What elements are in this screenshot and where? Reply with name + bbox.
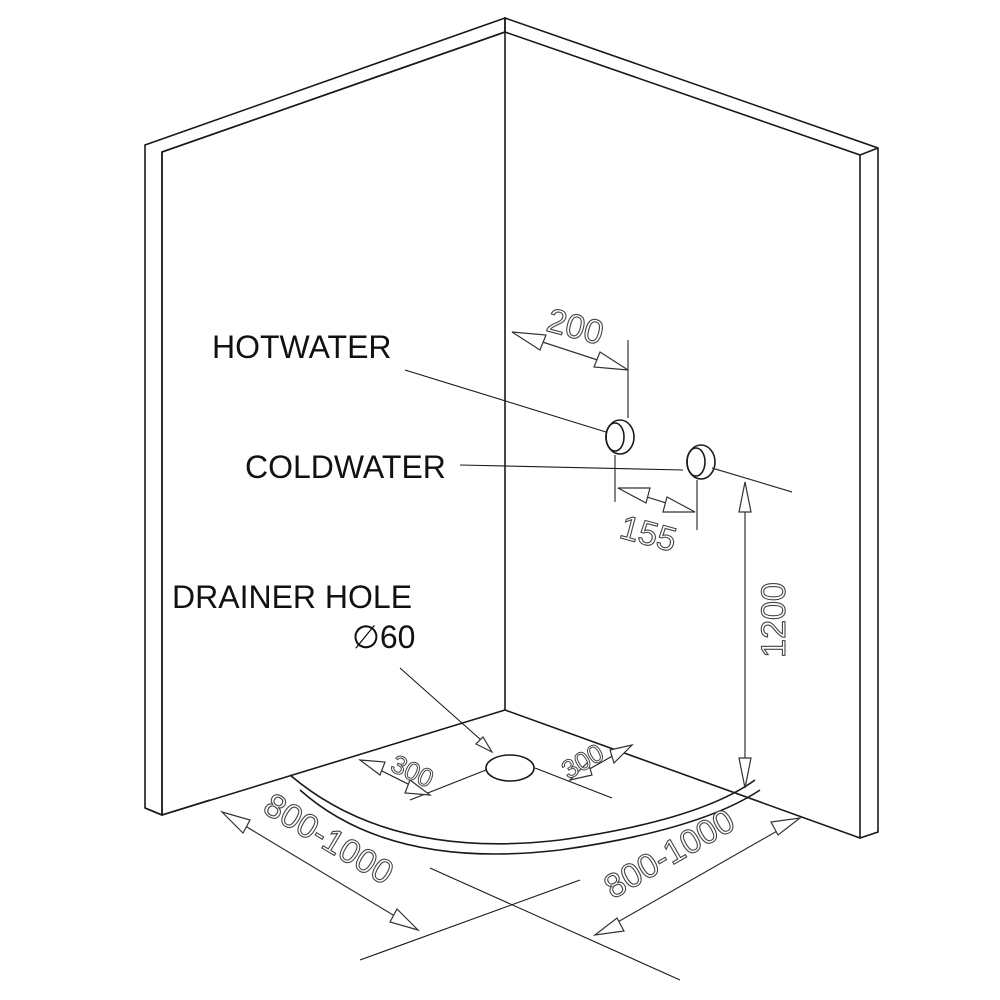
dim-300-left: 300 (357, 748, 439, 796)
dim-155: 155 (614, 455, 698, 560)
hot-water-pipe (605, 419, 635, 455)
dim-800-1000-left: 800-1000 (219, 785, 421, 932)
drainer-hole-label: DRAINER HOLE (172, 579, 412, 615)
dim-300-left-text: 300 (386, 748, 438, 794)
hotwater-label: HOTWATER (212, 329, 392, 365)
dim-1200: 1200 (711, 467, 794, 789)
right-wall-panel (504, 16, 879, 840)
drainer-leader (399, 667, 491, 749)
cold-water-pipe (686, 444, 716, 480)
dim-200: 200 (511, 301, 629, 418)
left-wall-panel (144, 16, 506, 817)
coldwater-label: COLDWATER (245, 449, 446, 485)
drainer-arrow (474, 736, 494, 754)
dim-300-right: 300 (556, 737, 634, 785)
dim-1200-text: 1200 (755, 582, 793, 658)
coldwater-leader (459, 464, 684, 471)
dim-155-text: 155 (616, 508, 681, 559)
drainer-diameter-label: ∅60 (352, 619, 415, 655)
dim-800-1000-right: 800-1000 (592, 801, 803, 936)
hotwater-leader (404, 369, 607, 433)
shower-tray-outline (161, 774, 761, 981)
